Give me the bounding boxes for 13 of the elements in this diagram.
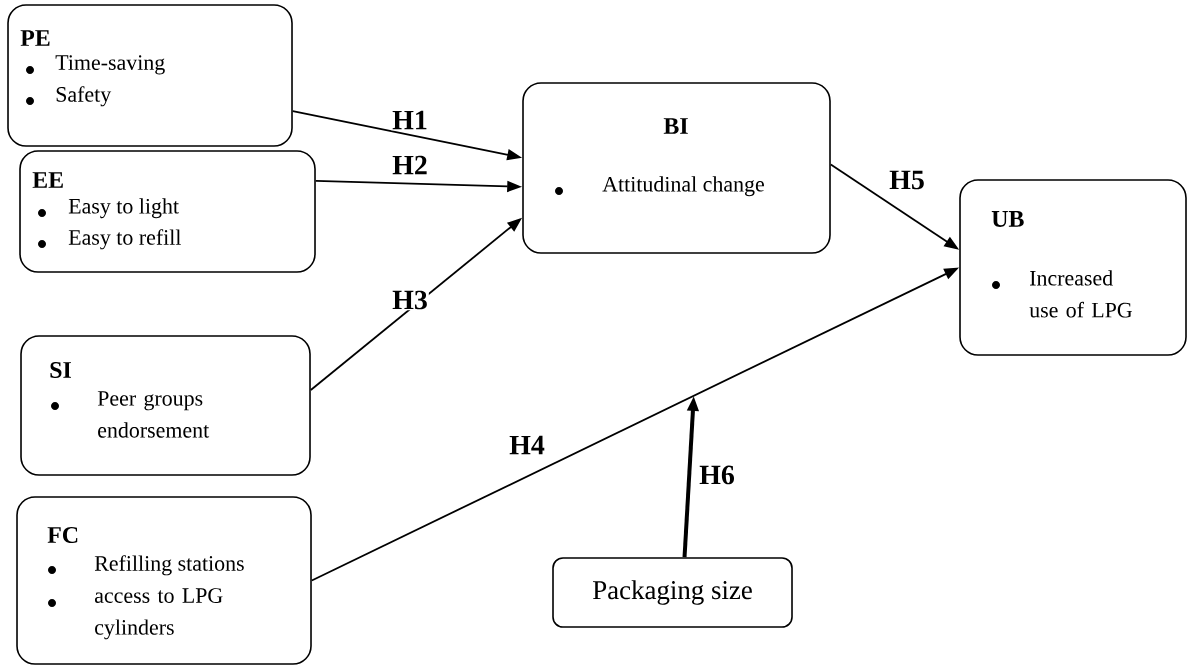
construct-box: EE Easy to light Easy to refill — [19, 150, 316, 273]
construct-box: UB Increased use of LPG — [959, 179, 1187, 356]
construct-box: PE Time-saving Safety — [7, 4, 293, 147]
edge-label: H1 — [391, 109, 429, 131]
edge-label: H4 — [508, 434, 546, 456]
edge-label: H3 — [391, 289, 429, 311]
moderator-box: Packaging size — [552, 557, 793, 628]
construct-box: BI Attitudinal change — [522, 82, 831, 254]
construct-box: SI Peer groups endorsement — [20, 335, 311, 476]
edge-label: H6 — [698, 464, 736, 486]
construct-box: FC Refilling stations access to LPG cylinders — [16, 496, 312, 665]
edge-label: H5 — [888, 169, 926, 191]
edge-label: H2 — [391, 154, 429, 176]
